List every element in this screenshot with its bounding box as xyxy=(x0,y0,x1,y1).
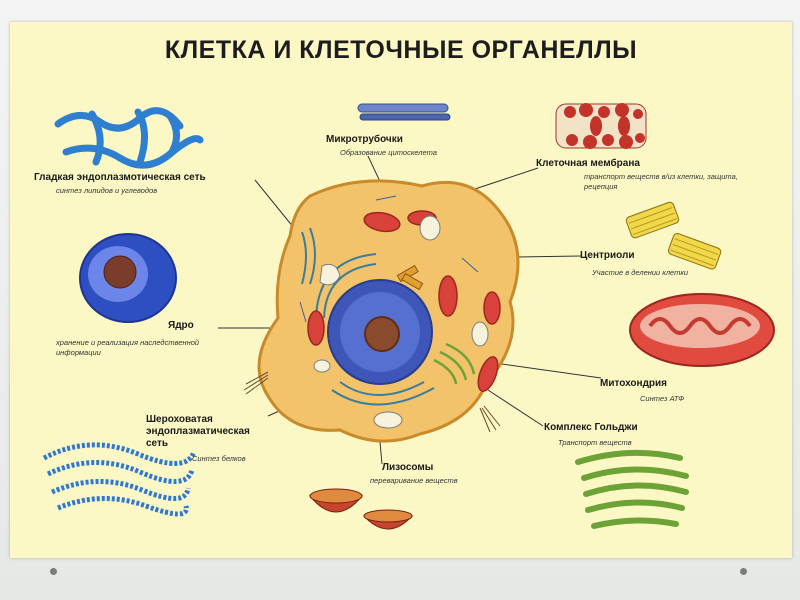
label-rough-er: Шероховатая эндоплазматическая сеть xyxy=(146,414,250,449)
microtubule-illustration xyxy=(357,103,451,121)
desc-nucleus: хранение и реализация наследственной инф… xyxy=(56,338,200,357)
cell-vacuoles xyxy=(313,215,489,429)
desc-rough-er: Синтез белков xyxy=(192,454,246,463)
rough-er-membranes xyxy=(301,227,435,406)
label-smooth-er: Гладкая эндоплазмотическая сеть xyxy=(34,172,206,183)
animal-cell xyxy=(243,179,520,443)
mitochondrion-illustration xyxy=(629,293,775,367)
label-lysosomes: Лизосомы xyxy=(382,462,434,473)
desc-golgi: Транспорт веществ xyxy=(558,438,632,447)
label-centrioles: Центриоли xyxy=(580,250,635,261)
nav-dot-right xyxy=(740,568,747,575)
nucleolus xyxy=(364,316,400,352)
cilia xyxy=(243,371,501,433)
desc-mitochondria: Синтез АТФ xyxy=(640,394,685,403)
desc-smooth-er: синтез липидов и углеводов xyxy=(56,186,158,195)
desc-membrane: транспорт веществ в/из клетки, защита, р… xyxy=(584,172,738,191)
label-nucleus: Ядро xyxy=(168,320,194,331)
cell-microtubules xyxy=(299,195,479,323)
golgi-illustration xyxy=(575,449,689,529)
label-golgi: Комплекс Гольджи xyxy=(544,422,638,433)
smooth-er-illustration xyxy=(54,107,204,169)
poster-title: КЛЕТКА И КЛЕТОЧНЫЕ ОРГАНЕЛЛЫ xyxy=(164,36,638,64)
cell-diagram xyxy=(42,103,775,530)
cell-mitochondria xyxy=(307,210,501,392)
label-mitochondria: Митохондрия xyxy=(600,378,668,389)
label-microtubules: Микротрубочки xyxy=(326,134,403,145)
nav-dot-left xyxy=(50,568,57,575)
label-membrane: Клеточная мембрана xyxy=(536,158,640,169)
nucleus-illustration xyxy=(79,233,177,323)
desc-centrioles: Участие в делении клетки xyxy=(592,268,689,277)
desc-lysosomes: переваривание веществ xyxy=(370,476,458,485)
cell-golgi xyxy=(433,342,476,385)
poster: КЛЕТКА И КЛЕТОЧНЫЕ ОРГАНЕЛЛЫ xyxy=(10,22,792,558)
centrioles-illustration xyxy=(625,201,722,270)
lysosomes-illustration xyxy=(308,488,414,530)
desc-microtubules: Образование цитоскелета xyxy=(340,148,437,157)
membrane-illustration xyxy=(555,103,647,149)
cell-centriole xyxy=(396,264,424,291)
rough-er-illustration xyxy=(42,442,197,517)
